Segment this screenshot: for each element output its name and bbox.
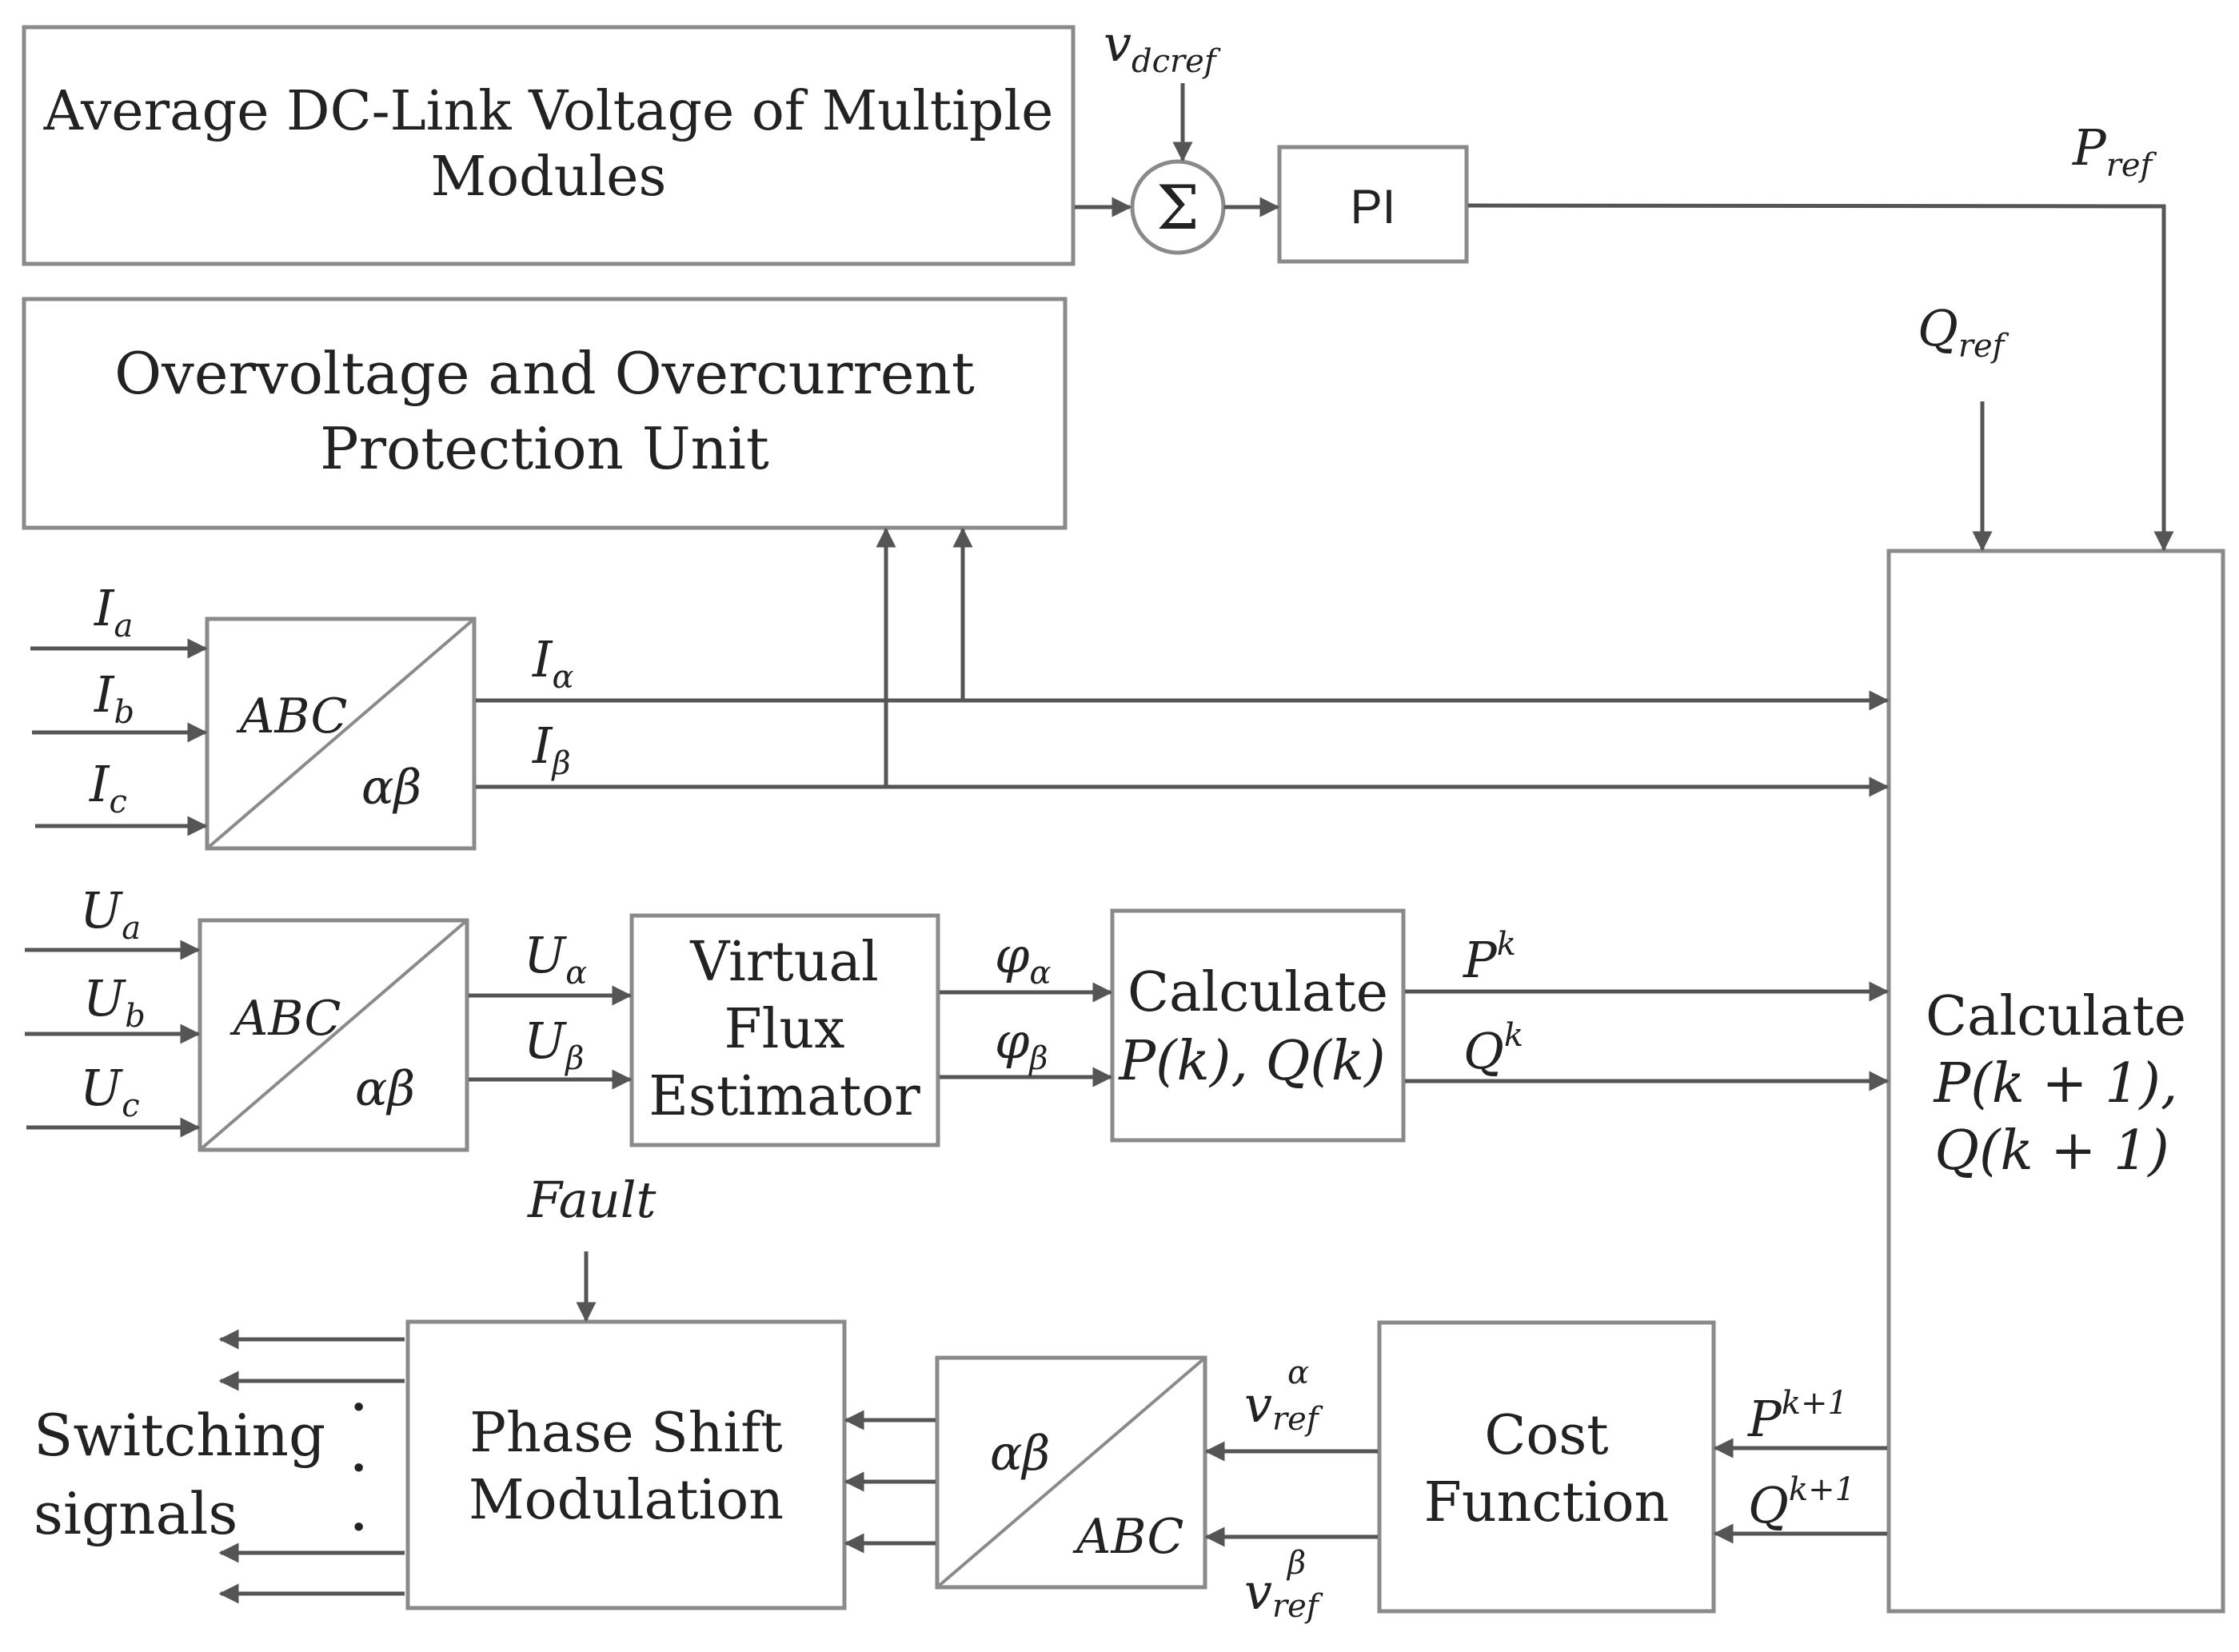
inverse-transform-abc-label: ABC [1072,1509,1183,1565]
signal-label-vref-alpha-sup: α [1287,1355,1309,1391]
phase-shift-label-line1: Phase Shift [469,1402,782,1465]
signal-label-ua: Ua [80,881,141,947]
virtual-flux-estimator-block [629,913,940,1147]
calculate-pq-block [1110,908,1406,1143]
virtual-flux-label-line3: Estimator [649,1065,920,1128]
signal-label-vref-alpha: vref [1244,1375,1323,1438]
cost-function-label-line2: Function [1424,1471,1670,1534]
signal-label-uc: Uc [80,1059,140,1124]
current-transform-abc-label: ABC [236,688,347,744]
switching-signals-label-line1: Switching [34,1402,325,1469]
calculate-pq-k1-block [1886,549,2225,1614]
signal-label-ibeta: Iβ [532,716,571,782]
signal-label-ualpha: Uα [524,926,587,992]
ellipsis-dot-1: · [349,1370,369,1444]
phase-shift-label-line2: Modulation [469,1469,784,1532]
signal-label-phialpha: φα [995,926,1051,992]
average-dc-link-label-line1: Average DC-Link Voltage of Multiple [43,80,1054,143]
signal-label-ialpha: Iα [532,630,574,696]
calculate-pq-label-line1: Calculate [1127,961,1388,1024]
signal-label-ic: Ic [89,755,127,820]
calculate-pq-k1-label-line1: Calculate [1926,985,2186,1048]
signal-label-ubeta: Uβ [524,1012,584,1077]
signal-label-vdcref: vdcref [1104,14,1221,80]
virtual-flux-label-line1: Virtual [689,931,879,994]
ellipsis-dot-3: · [349,1490,369,1564]
phase-shift-modulation-block [405,1319,847,1610]
signal-label-pref: Pref [2072,118,2157,184]
signal-label-phibeta: φβ [995,1012,1048,1077]
inverse-transform-alphabeta-label: αβ [990,1426,1050,1482]
ellipsis-dot-2: · [349,1431,369,1505]
summing-symbol: Σ [1156,172,1199,243]
pi-controller-block [1277,145,1469,264]
protection-unit-label-line1: Overvoltage and Overcurrent [114,340,975,407]
average-dc-link-label-line2: Modules [431,146,667,209]
protection-unit-label-line2: Protection Unit [320,415,769,482]
signal-label-vref-beta-sup: β [1286,1545,1306,1582]
calculate-pq-k1-label-line3: Q(k + 1) [1934,1119,2169,1183]
calculate-pq-k1-label-line2: P(k + 1), [1932,1052,2177,1115]
inverse-transform-diagonal [936,1356,1207,1589]
signal-label-ia: Ia [94,579,133,644]
voltage-transform-abc-label: ABC [229,991,341,1047]
signal-label-vref-beta: vref [1244,1562,1323,1625]
cost-function-label-line1: Cost [1484,1404,1608,1467]
protection-unit-block [22,297,1068,530]
signal-label-pk: Pk [1463,926,1516,989]
voltage-transform-alphabeta-label: αβ [355,1061,415,1117]
wire-pref [1467,203,2174,552]
signal-label-qk1: Qk+1 [1748,1471,1855,1534]
average-dc-link-voltage-block [22,25,1076,266]
signal-label-ib: Ib [94,665,134,731]
calculate-pq-label-line2: P(k), Q(k) [1117,1030,1385,1093]
current-transform-diagonal [206,617,476,850]
switching-signals-label-line2: signals [34,1480,237,1547]
voltage-transform-diagonal [198,919,469,1151]
signal-label-pk1: Pk+1 [1747,1385,1848,1448]
signal-label-ub: Ub [83,969,146,1035]
cost-function-block [1377,1320,1716,1614]
signal-label-fault: Fault [527,1171,657,1229]
virtual-flux-label-line2: Flux [724,998,844,1061]
signal-label-qref: Qref [1918,299,2010,365]
current-transform-alphabeta-label: αβ [361,760,421,816]
pi-controller-label: PI [1351,180,1396,233]
signal-label-qk: Qk [1463,1017,1523,1080]
